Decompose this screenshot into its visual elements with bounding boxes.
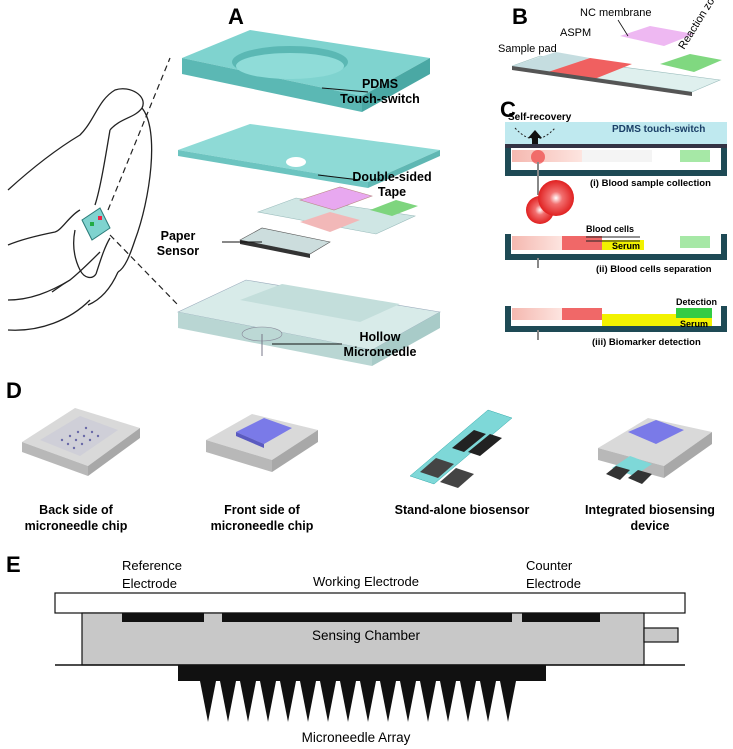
detection-label: Detection bbox=[676, 297, 717, 307]
double-sided-tape-layer bbox=[178, 124, 440, 188]
d-item-2-line-2: microneedle chip bbox=[211, 519, 314, 533]
hollow-label-2: Microneedle bbox=[344, 345, 417, 359]
paper-sensor-layer bbox=[239, 186, 418, 258]
panel-a-letter: A bbox=[228, 4, 244, 29]
step-2-label: (ii) Blood cells separation bbox=[596, 264, 712, 275]
zoom-line-bottom bbox=[109, 234, 179, 306]
reference-electrode bbox=[122, 613, 204, 622]
top-substrate bbox=[54, 592, 686, 614]
tape-label-2: Tape bbox=[378, 185, 406, 199]
paper-label-1: Paper bbox=[161, 229, 196, 243]
nc-membrane-leader bbox=[617, 19, 629, 37]
panel-e-letter: E bbox=[6, 552, 21, 577]
microneedles bbox=[200, 681, 516, 722]
integrated-biosensing-device bbox=[598, 418, 712, 484]
arm-device bbox=[81, 207, 111, 241]
d-item-3-line-1: Stand-alone biosensor bbox=[395, 503, 530, 517]
sensor-cross-section bbox=[54, 592, 686, 722]
pdms-touch-switch-layer bbox=[182, 30, 430, 112]
panel-c-letter: C bbox=[500, 97, 516, 122]
counter-electrode bbox=[522, 613, 600, 622]
d-item-1-line-2: microneedle chip bbox=[25, 519, 128, 533]
stand-alone-biosensor bbox=[409, 409, 513, 488]
detection-step-3 bbox=[505, 306, 727, 340]
paper-label-2: Sensor bbox=[157, 244, 200, 258]
reaction-zone-label: Reaction zone bbox=[676, 0, 723, 52]
counter-electrode-label-1: Counter bbox=[526, 558, 573, 573]
d-item-1-line-1: Back side of bbox=[39, 503, 113, 517]
microneedle-array-label: Microneedle Array bbox=[302, 730, 411, 745]
reference-electrode-label-1: Reference bbox=[122, 558, 182, 573]
working-electrode-label: Working Electrode bbox=[313, 574, 419, 589]
self-recovery-label: Self-recovery bbox=[508, 112, 572, 123]
sample-pad-label: Sample pad bbox=[498, 43, 557, 55]
panel-b-letter: B bbox=[512, 4, 528, 29]
tape-leader-line bbox=[317, 174, 361, 181]
tape-label-1: Double-sided bbox=[352, 170, 431, 184]
base-layer bbox=[177, 279, 441, 366]
front-side-chip bbox=[206, 414, 318, 472]
touch-switch-step-1 bbox=[505, 122, 727, 224]
sensing-chamber-label: Sensing Chamber bbox=[312, 628, 421, 643]
separation-step-2 bbox=[505, 234, 727, 268]
paper-sensor-strip bbox=[511, 26, 722, 96]
pdms-touch-switch-label: PDMS touch-switch bbox=[612, 124, 705, 135]
outlet-port bbox=[643, 627, 679, 643]
zoom-line-top bbox=[107, 57, 171, 211]
nc-membrane-label: NC membrane bbox=[580, 7, 652, 19]
aspm-label: ASPM bbox=[560, 27, 591, 39]
serum-label-2: Serum bbox=[680, 319, 708, 329]
reference-electrode-label-2: Electrode bbox=[122, 576, 177, 591]
d-item-4-line-2: device bbox=[631, 519, 670, 533]
d-item-4-line-1: Integrated biosensing bbox=[585, 503, 715, 517]
counter-electrode-label-2: Electrode bbox=[526, 576, 581, 591]
needle-base bbox=[178, 665, 546, 681]
arm-illustration bbox=[7, 88, 153, 331]
pdms-leader-line bbox=[321, 87, 369, 93]
d-item-2-line-1: Front side of bbox=[224, 503, 301, 517]
serum-label-1: Serum bbox=[612, 241, 640, 251]
step-1-label: (i) Blood sample collection bbox=[590, 178, 711, 189]
step-3-label: (iii) Biomarker detection bbox=[592, 337, 701, 348]
back-side-chip bbox=[22, 408, 140, 476]
pdms-label-2: Touch-switch bbox=[340, 92, 420, 106]
pdms-label-1: PDMS bbox=[362, 77, 398, 91]
hollow-label-1: Hollow bbox=[360, 330, 401, 344]
working-electrode bbox=[222, 613, 512, 622]
panel-d-letter: D bbox=[6, 378, 22, 403]
blood-cells-label: Blood cells bbox=[586, 224, 634, 234]
